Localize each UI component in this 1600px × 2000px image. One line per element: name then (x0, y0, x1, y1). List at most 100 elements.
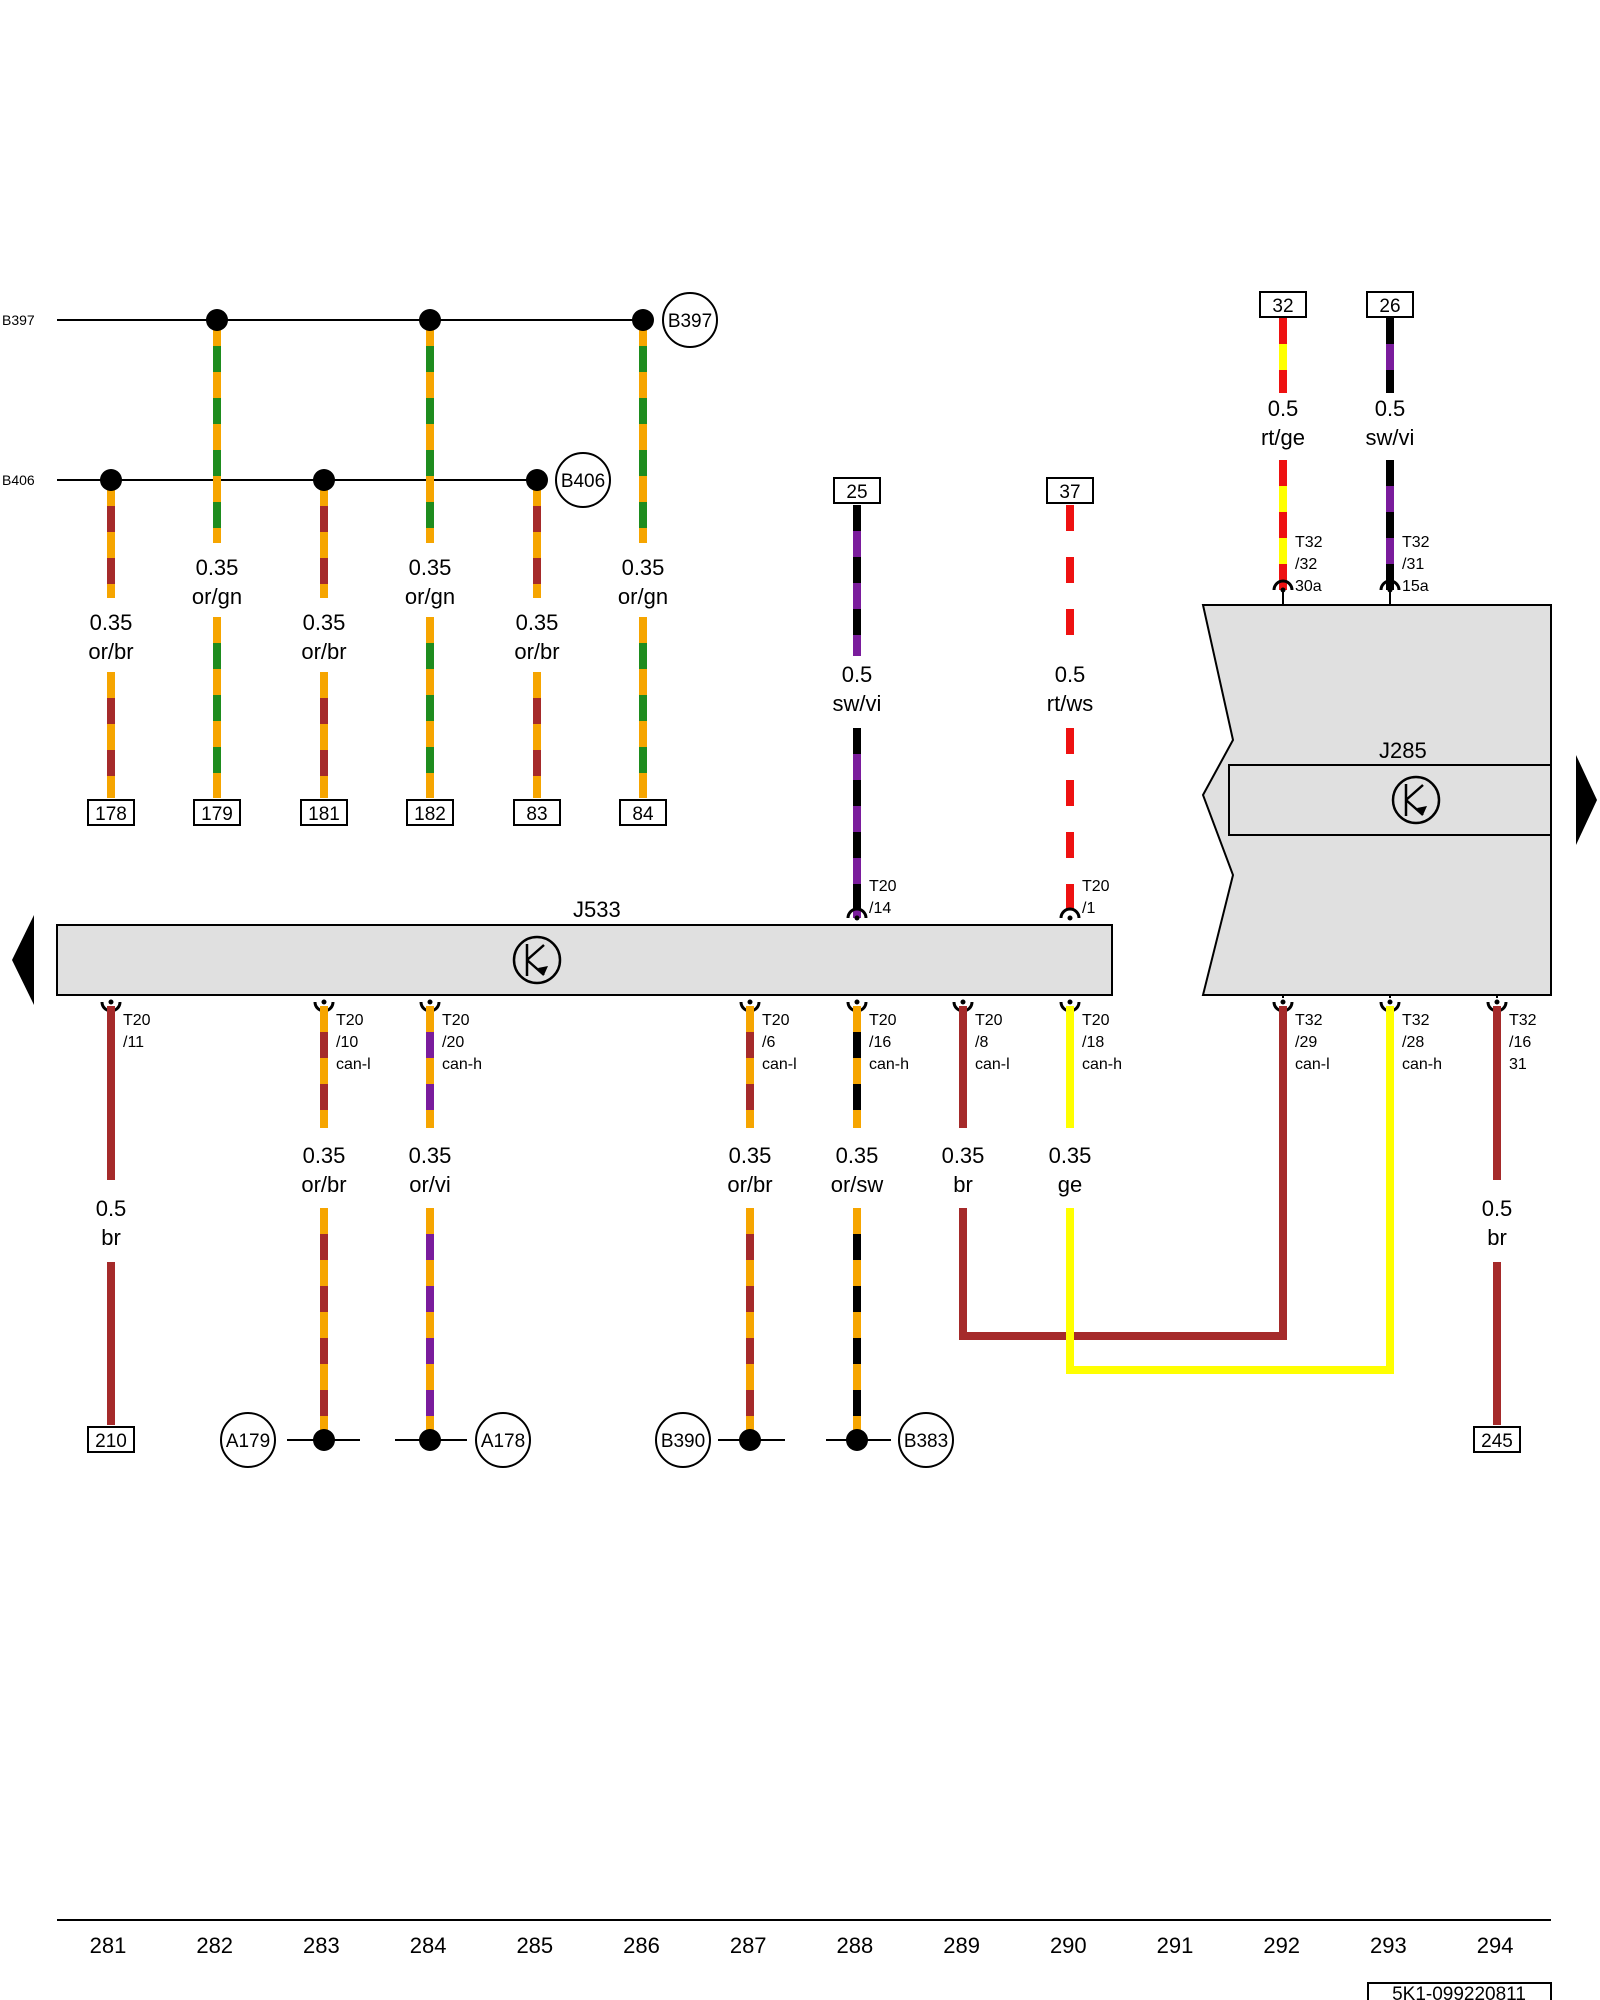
j285-input-2-label-spec: 0.5 (1375, 396, 1406, 421)
top-wire-5-target: 83 (526, 804, 547, 825)
document-number-box (1367, 1982, 1552, 2000)
top-wire-2-target-box (193, 799, 241, 826)
j533-input-2-label-spec: 0.5 (1055, 662, 1086, 687)
j285-label: J285 (1379, 738, 1427, 763)
column-number: 294 (1477, 1933, 1514, 1958)
top-wire-4-target: 182 (414, 804, 446, 825)
can-low-wire[interactable] (959, 1006, 1287, 1340)
top-wire-4-splice (419, 309, 441, 331)
top-wire-5-label-color: or/br (514, 639, 559, 664)
bottom-wire-10-pin-label-b: /16 (1509, 1034, 1531, 1051)
bottom-wire-6-pin-label-a: T20 (975, 1012, 1003, 1029)
bottom-wire-4-label-color: or/br (727, 1172, 772, 1197)
j533-label: J533 (573, 897, 621, 922)
top-wire-6-target-box (619, 799, 667, 826)
j533-input-2-pin-label-a: T20 (1082, 878, 1110, 895)
bottom-wire-1-pin-dot (108, 999, 114, 1005)
top-wire-3-splice (313, 469, 335, 491)
top-wire-3-target-box (300, 799, 348, 826)
bottom-wire-3-target-circle (475, 1412, 531, 1468)
column-number: 281 (90, 1933, 127, 1958)
continue-left-arrow[interactable] (12, 915, 34, 1005)
bottom-wire-5-pin-label-c: can-h (869, 1056, 909, 1073)
column-number: 287 (730, 1933, 767, 1958)
top-wire-2-label-color: or/gn (192, 584, 242, 609)
bottom-wire-4-pin-label-a: T20 (762, 1012, 790, 1029)
bottom-wire-5-pin-label-a: T20 (869, 1012, 897, 1029)
j533-input-1-label-spec: 0.5 (842, 662, 873, 687)
top-wire-5-label-spec: 0.35 (516, 610, 559, 635)
top-wire-3-target: 181 (308, 804, 340, 825)
j533-input-1-ref-box (833, 477, 881, 504)
top-wire-6-label-spec: 0.35 (622, 555, 665, 580)
bus-b397-end-label-circle (662, 292, 718, 348)
bottom-wire-7-label-color: ge (1058, 1172, 1082, 1197)
bottom-wire-3-label-spec: 0.35 (409, 1143, 452, 1168)
bottom-wire-9-pin-label-b: /28 (1402, 1034, 1424, 1051)
bottom-wire-10-pin-dot (1494, 999, 1500, 1005)
j533-input-2-pin-dot (1067, 915, 1073, 921)
bottom-wire-3-pin-label-a: T20 (442, 1012, 470, 1029)
j533-input-1-ref: 25 (846, 482, 867, 503)
top-wire-4-label-spec: 0.35 (409, 555, 452, 580)
j285-input-2-pin-label-a: T32 (1402, 534, 1430, 551)
can-high-wire[interactable] (1066, 1006, 1394, 1374)
bottom-wire-4-label-spec: 0.35 (729, 1143, 772, 1168)
j533-input-2-label-color: rt/ws (1047, 691, 1093, 716)
column-number: 290 (1050, 1933, 1087, 1958)
j533-control-unit-icon (512, 935, 562, 985)
j533-input-2-ref: 37 (1059, 482, 1080, 503)
document-number: 5K1-099220811 (1392, 1984, 1526, 2000)
j285-input-1-ref: 32 (1272, 296, 1293, 317)
j533-input-1-pin-label-b: /14 (869, 900, 891, 917)
bottom-wire-3-splice (419, 1429, 441, 1451)
bottom-wire-3-target: A178 (481, 1431, 525, 1452)
j285-input-1-label-color: rt/ge (1261, 425, 1305, 450)
column-number: 291 (1157, 1933, 1194, 1958)
bottom-wire-7-pin-label-b: /18 (1082, 1034, 1104, 1051)
bottom-wire-7-pin-label-c: can-h (1082, 1056, 1122, 1073)
top-wire-3-label-color: or/br (301, 639, 346, 664)
bottom-wire-7-pin-label-a: T20 (1082, 1012, 1110, 1029)
bottom-wire-5-label-spec: 0.35 (836, 1143, 879, 1168)
bus-b397-side-label: B397 (2, 312, 35, 328)
bottom-wire-7-label-spec: 0.35 (1049, 1143, 1092, 1168)
j285-input-2-ref: 26 (1379, 296, 1400, 317)
top-wire-5-target-box (513, 799, 561, 826)
j533-input-2-ref-box (1046, 477, 1094, 504)
top-wire-1-target-box (87, 799, 135, 826)
bottom-wire-1-label-color: br (101, 1225, 121, 1250)
bottom-wire-2-pin-label-c: can-l (336, 1056, 371, 1073)
bottom-wire-6-label-spec: 0.35 (942, 1143, 985, 1168)
bottom-wire-9-pin-label-a: T32 (1402, 1012, 1430, 1029)
j285-input-2-pin-label-b: /31 (1402, 556, 1424, 573)
j285-input-1-label-spec: 0.5 (1268, 396, 1299, 421)
j285-control-unit-icon (1391, 775, 1441, 825)
bottom-wire-7-pin-dot (1067, 999, 1073, 1005)
top-wire-2-label-spec: 0.35 (196, 555, 239, 580)
bottom-wire-2-label-spec: 0.35 (303, 1143, 346, 1168)
column-number: 292 (1263, 1933, 1300, 1958)
top-wire-2-splice (206, 309, 228, 331)
j533-module[interactable] (56, 924, 1113, 996)
column-number: 289 (943, 1933, 980, 1958)
bottom-wire-3-label-color: or/vi (409, 1172, 451, 1197)
bus-b406-end-label: B406 (561, 471, 605, 492)
top-wire-1-label-color: or/br (88, 639, 133, 664)
j285-input-1-pin-label-c: 30a (1295, 578, 1322, 595)
static-layer (12, 604, 1597, 1921)
top-wire-3-label-spec: 0.35 (303, 610, 346, 635)
j285-input-2-pin (1379, 579, 1401, 591)
j285-module[interactable] (1228, 764, 1552, 836)
bottom-wire-9-pin-label-c: can-h (1402, 1056, 1442, 1073)
top-wire-4-target-box (406, 799, 454, 826)
bus-b397-end-label: B397 (668, 311, 712, 332)
column-number: 284 (410, 1933, 447, 1958)
j285-input-1-pin-label-a: T32 (1295, 534, 1323, 551)
continue-right-arrow[interactable] (1576, 755, 1597, 845)
j533-input-1-pin (846, 907, 868, 919)
bottom-wire-2-target: A179 (226, 1431, 270, 1452)
bottom-wire-6-pin-dot (960, 999, 966, 1005)
j285-input-2-pin-label-c: 15a (1402, 578, 1429, 595)
